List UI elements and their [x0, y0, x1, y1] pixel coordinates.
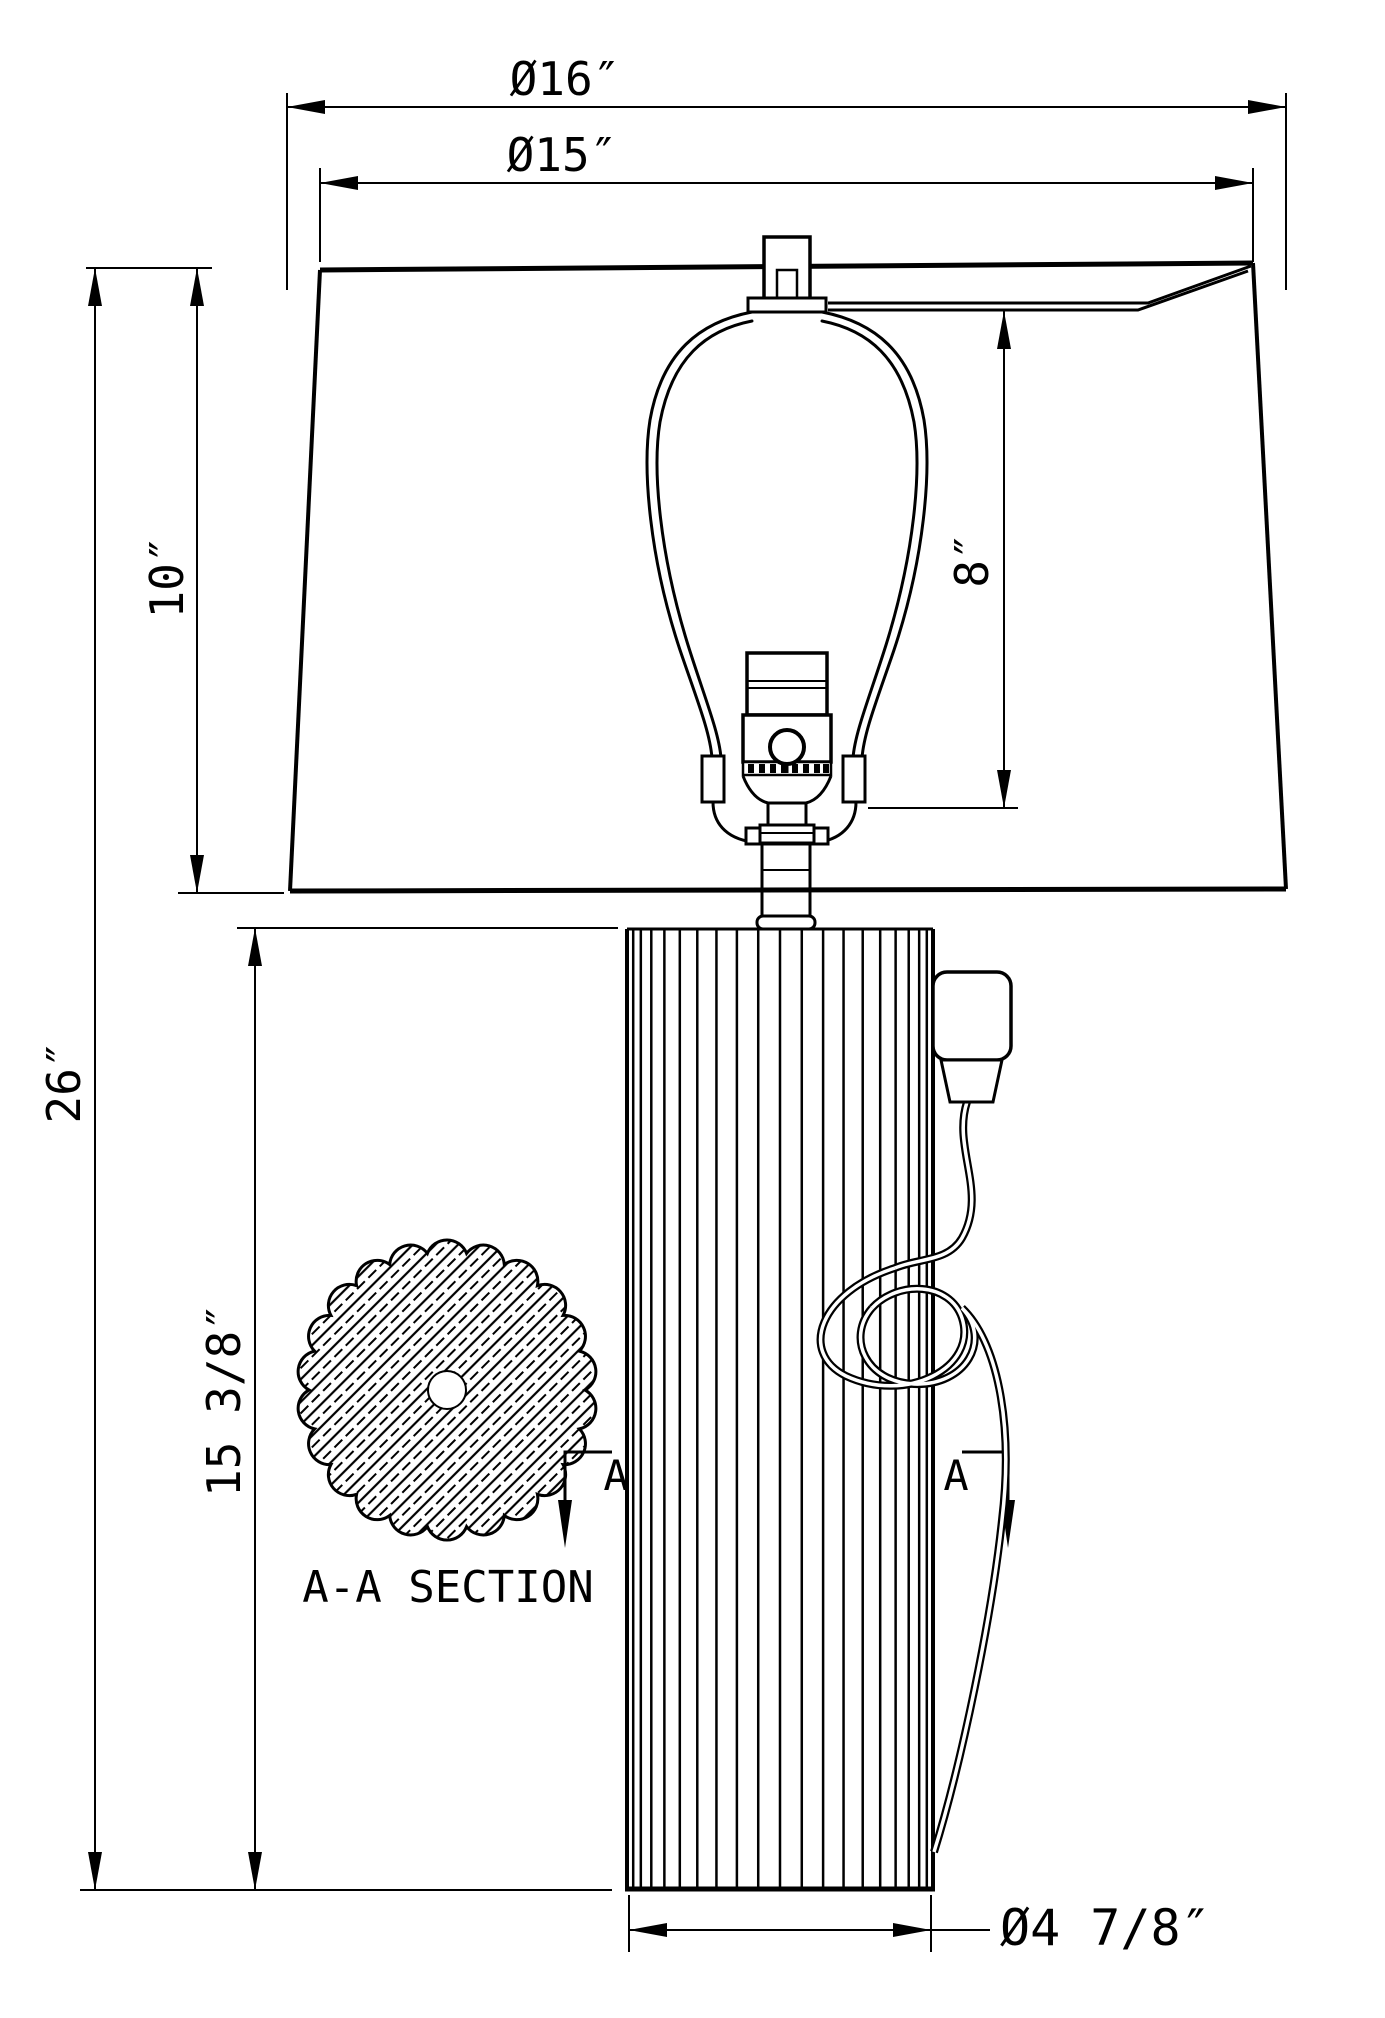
finial-assembly	[746, 235, 828, 314]
harp	[645, 310, 929, 846]
section-center-hole	[427, 1370, 467, 1410]
shade-inner-rim-line-1	[828, 264, 1252, 305]
dim-base-height: 15 3/8″	[197, 927, 618, 1890]
harp-right-wire-outer	[820, 310, 929, 760]
section-marker-right-letter: A	[943, 1451, 968, 1500]
socket-shoulder-left	[741, 775, 769, 805]
dim-base-diameter: Ø4 7/8″	[628, 1895, 1211, 1957]
dim-label-base-height: 15 3/8″	[197, 1303, 251, 1497]
dim-label-harp-height: 8″	[945, 532, 999, 587]
harp-top-plate	[746, 296, 828, 314]
dim-label-shade-height: 10″	[140, 535, 194, 618]
dim-label-base-diameter: Ø4 7/8″	[1000, 1899, 1211, 1957]
shade-inner-rim-line-2	[828, 269, 1249, 312]
section-arrow-left	[558, 1500, 572, 1548]
harp-left-sleeve	[700, 754, 726, 804]
shade-bottom-edge	[289, 886, 1287, 894]
lamp-shade	[288, 260, 1288, 894]
section-marker-left: A	[558, 1450, 629, 1548]
socket-shoulder-right	[805, 775, 833, 805]
dim-overall-height: 26″	[37, 268, 612, 1891]
plug-body	[939, 1058, 1004, 1104]
socket-knurl-ticks	[748, 764, 829, 773]
dim-harp-height: 8″	[868, 311, 1018, 809]
harp-left-wire-outer	[645, 310, 754, 760]
dim-shade-top-diameter: Ø15″	[319, 128, 1254, 262]
shade-right-edge	[1251, 262, 1288, 890]
socket-assembly	[741, 651, 833, 931]
finial-stud	[775, 268, 799, 301]
switch-knob	[768, 728, 806, 766]
dim-label-shade-top-diameter: Ø15″	[507, 128, 618, 182]
shade-left-edge	[288, 269, 322, 892]
base-fluting-lines	[631, 930, 929, 1888]
section-view: A-A SECTION	[296, 1238, 598, 1613]
section-marker-left-letter: A	[603, 1451, 628, 1500]
harp-left-wire-inner	[655, 319, 754, 760]
dim-shade-height: 10″	[86, 267, 284, 894]
socket-cap	[745, 651, 829, 717]
dim-label-overall-height: 26″	[37, 1040, 91, 1123]
harp-right-wire-inner	[820, 319, 919, 760]
socket-lower-neck	[766, 801, 808, 827]
section-title: A-A SECTION	[302, 1562, 593, 1613]
power-plug-and-cord	[816, 970, 1013, 1854]
harp-right-sleeve	[841, 754, 867, 804]
dim-label-shade-bottom-diameter: Ø16″	[510, 52, 621, 106]
neck-flange	[755, 914, 817, 931]
dim-shade-bottom-diameter: Ø16″	[286, 52, 1287, 290]
lamp-base-body	[625, 927, 935, 1892]
plug-cover	[931, 970, 1013, 1062]
